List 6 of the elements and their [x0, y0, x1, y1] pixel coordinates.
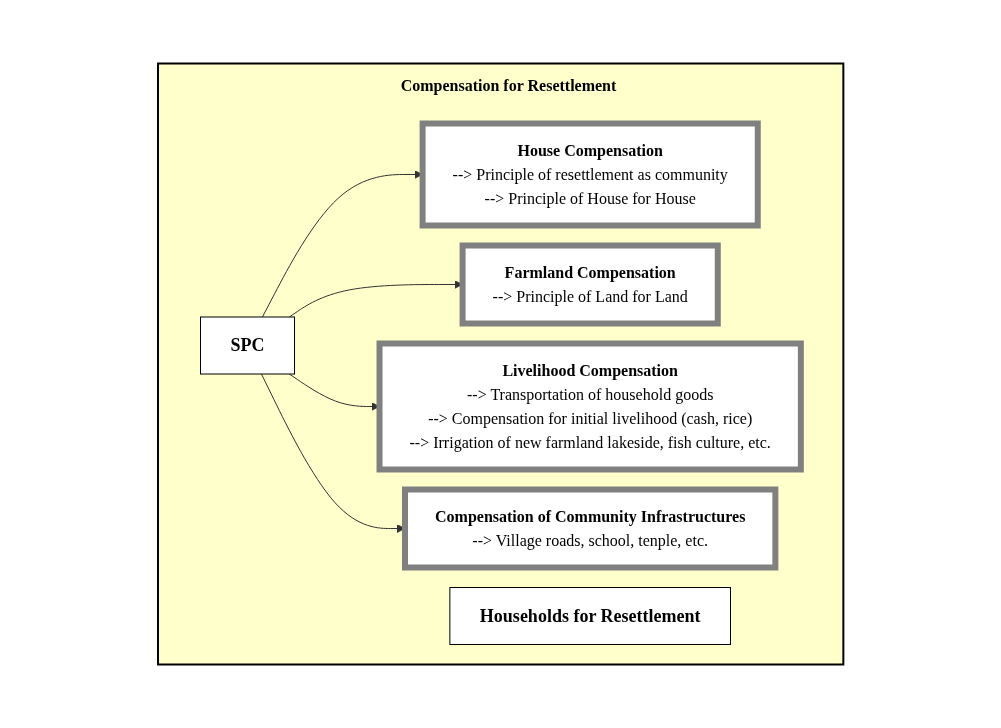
- node-box: Compensation of Community Infrastructures --> Village roads, school, tenple, etc.: [401, 486, 779, 571]
- node-box: SPC: [199, 316, 295, 375]
- node-box: Households for Resettlement: [449, 587, 731, 645]
- node-box: Livelihood Compensation --> Transportation of household goods --> Compensation for initial livelihood (cash, rice) --> Irrigation of new farmland lakeside, fish culture, etc.: [376, 340, 804, 473]
- node-box: Farmland Compensation --> Principle of Land for Land: [459, 242, 721, 327]
- node-box: House Compensation --> Principle of resettlement as community --> Principle of House for House: [419, 120, 761, 229]
